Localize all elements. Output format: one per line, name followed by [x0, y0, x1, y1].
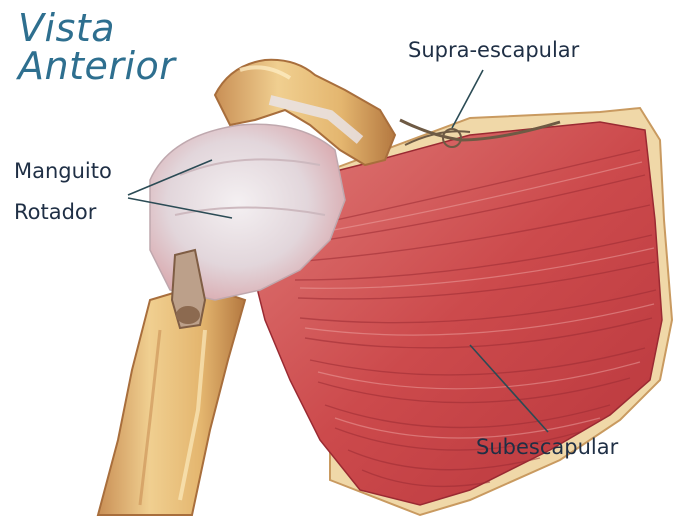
- label-subescapular: Subescapular: [476, 435, 618, 459]
- title-line-2: Anterior: [18, 46, 175, 86]
- label-manguito: Manguito: [14, 159, 112, 183]
- label-rotador: Rotador: [14, 200, 96, 224]
- humerus-bone: [98, 285, 245, 515]
- label-supra-escapular: Supra-escapular: [408, 38, 579, 62]
- title-line-1: Vista: [18, 8, 115, 48]
